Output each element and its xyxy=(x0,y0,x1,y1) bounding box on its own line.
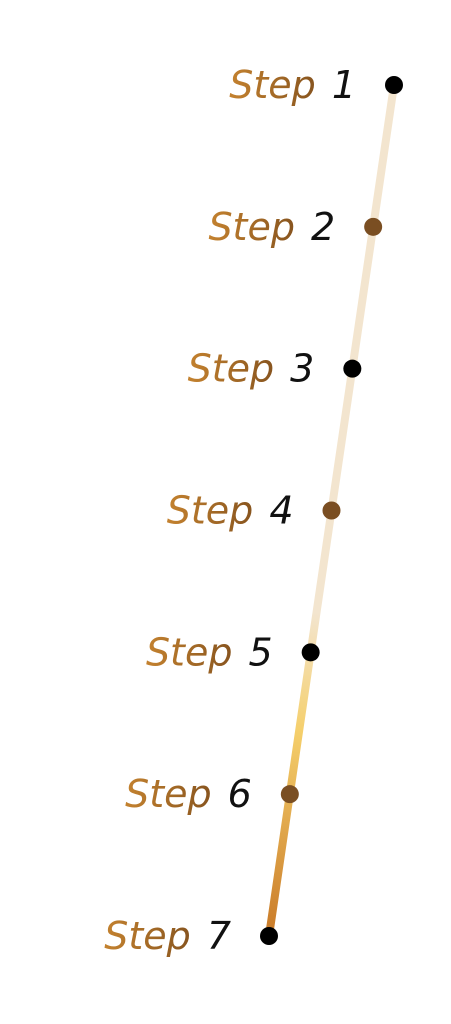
step-label: Step 4 xyxy=(167,489,294,533)
step-dot xyxy=(322,501,341,520)
step-dot xyxy=(364,217,383,236)
step-item-1: Step 1 xyxy=(229,63,403,107)
step-word: Step xyxy=(229,63,316,107)
step-label: Step 6 xyxy=(125,772,252,816)
step-dot xyxy=(301,643,320,662)
step-label: Step 2 xyxy=(208,205,335,249)
step-number: 2 xyxy=(311,205,335,249)
step-word: Step xyxy=(188,347,275,391)
step-dot xyxy=(280,785,299,804)
step-item-4: Step 4 xyxy=(167,489,341,533)
step-number: 7 xyxy=(207,914,231,958)
step-word: Step xyxy=(125,772,212,816)
step-word: Step xyxy=(146,630,233,674)
step-label: Step 3 xyxy=(188,347,315,391)
step-item-3: Step 3 xyxy=(188,347,362,391)
step-number: 5 xyxy=(248,630,272,674)
step-dot xyxy=(260,927,278,945)
step-dot xyxy=(385,76,403,94)
step-label: Step 1 xyxy=(229,63,356,107)
step-word: Step xyxy=(208,205,295,249)
step-label: Step 7 xyxy=(104,914,231,958)
step-item-6: Step 6 xyxy=(125,772,299,816)
step-number: 6 xyxy=(228,772,252,816)
step-item-5: Step 5 xyxy=(146,630,320,674)
step-word: Step xyxy=(167,489,254,533)
step-item-2: Step 2 xyxy=(208,205,383,249)
step-number: 3 xyxy=(290,347,314,391)
step-label: Step 5 xyxy=(146,630,273,674)
step-dot xyxy=(343,359,362,378)
step-number: 4 xyxy=(269,489,293,533)
step-number: 1 xyxy=(332,63,356,107)
step-word: Step xyxy=(104,914,191,958)
step-item-7: Step 7 xyxy=(104,914,278,958)
